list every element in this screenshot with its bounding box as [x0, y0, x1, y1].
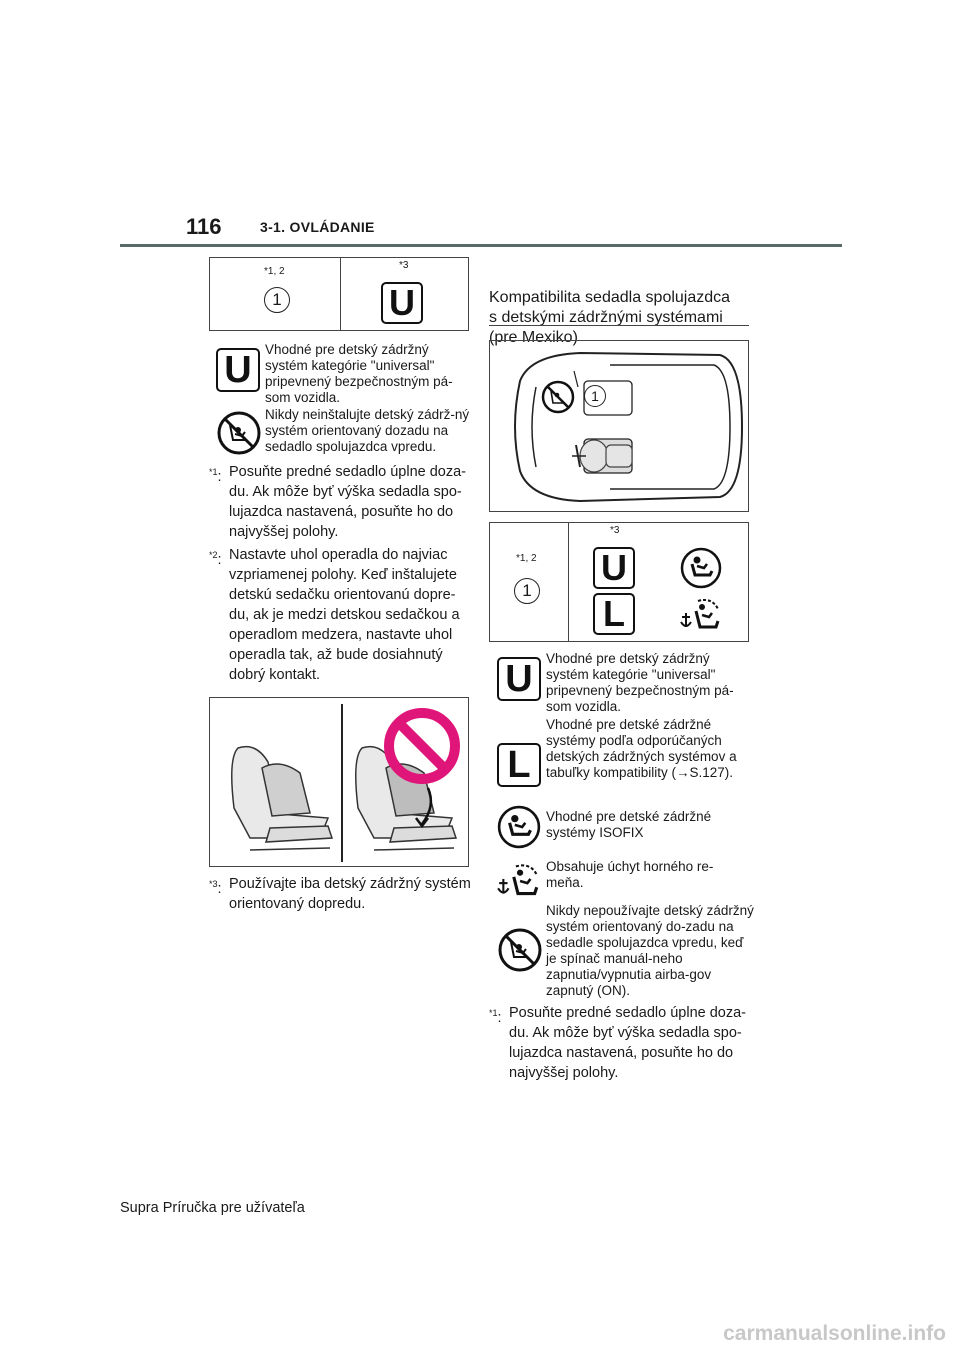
universal-u-icon: U [216, 348, 260, 392]
top-tether-icon [678, 593, 724, 635]
right-table-col2-note: *3 [610, 525, 620, 536]
car-seat-diagram: 1 [489, 340, 749, 512]
right-compat-table: *1, 2 1 *3 U L [489, 522, 749, 642]
l-category-icon: L [497, 743, 541, 787]
legend-universal-text: Vhodné pre detský zádržný systém kategór… [546, 651, 734, 714]
legend-no-rear-facing-text: Nikdy neinštalujte detský zádrž-ný systé… [265, 407, 470, 454]
seat-position-1-icon: 1 [514, 578, 540, 604]
footnote-text: Posuňte predné sedadlo úplne doza-du. Ak… [229, 464, 467, 540]
footnote-mark: *1 [209, 467, 218, 477]
child-seat-incorrect [355, 745, 458, 851]
legend-no-rear-facing-text: Nikdy nepoužívajte detský zádržný systém… [546, 903, 754, 998]
page-footer: Supra Príručka pre užívateľa [120, 1200, 305, 1216]
l-category-icon: L [593, 593, 635, 635]
child-seat-top-view [579, 439, 633, 473]
left-table-col1-note: *1, 2 [264, 266, 285, 277]
footnote-2: *2: Nastavte uhol operadla do najviac vz… [209, 545, 473, 685]
footnote-3: *3: Používajte iba detský zádržný systém… [209, 874, 473, 918]
right-heading: Kompatibilita sedadla spolujazdca s dets… [489, 289, 731, 346]
section-title: 3-1. OVLÁDANIE [260, 219, 375, 235]
footnote-mark: *2 [209, 550, 218, 560]
right-footnote-1: *1: Posuňte predné sedadlo úplne doza-du… [489, 1003, 753, 1083]
seat-position-1-icon: 1 [264, 287, 290, 313]
page-number: 116 [186, 214, 222, 239]
watermark: carmanualsonline.info [723, 1322, 946, 1345]
footnote-text: Posuňte predné sedadlo úplne doza-du. Ak… [509, 1005, 747, 1081]
universal-u-icon: U [381, 282, 423, 324]
header-rule [120, 244, 842, 247]
left-table-col2-note: *3 [399, 260, 409, 271]
footnote-text: Používajte iba detský zádržný systém ori… [229, 876, 471, 912]
no-rear-facing-icon [216, 410, 262, 456]
legend-universal-text: Vhodné pre detský zádržný systém kategór… [265, 342, 453, 405]
seat-position-1-icon: 1 [584, 385, 606, 407]
right-table-col1-note: *1, 2 [516, 553, 537, 564]
top-tether-icon [495, 858, 543, 902]
footnote-mark: *3 [209, 879, 218, 889]
left-compat-table: *1, 2 1 *3 U [209, 257, 469, 331]
footnote-mark: *1 [489, 1008, 498, 1018]
legend-isofix-text: Vhodné pre detské zádržné systémy ISOFIX [546, 809, 712, 840]
heading-rule [489, 325, 749, 326]
legend-l-category-text: Vhodné pre detské zádržné systémy podľa … [546, 717, 737, 780]
universal-u-icon: U [593, 547, 635, 589]
prohibited-icon [384, 708, 460, 784]
universal-u-icon: U [497, 657, 541, 701]
no-rear-facing-icon [497, 927, 543, 973]
legend-top-tether-text: Obsahuje úchyt horného re-meňa. [546, 859, 714, 890]
no-rear-facing-icon [540, 379, 576, 415]
footnote-1: *1: Posuňte predné sedadlo úplne doza-du… [209, 462, 473, 542]
seat-illustration [209, 697, 469, 867]
footnote-text: Nastavte uhol operadla do najviac vzpria… [229, 547, 460, 683]
isofix-icon [497, 805, 541, 849]
isofix-icon [680, 547, 722, 589]
child-seat-correct [231, 745, 334, 851]
